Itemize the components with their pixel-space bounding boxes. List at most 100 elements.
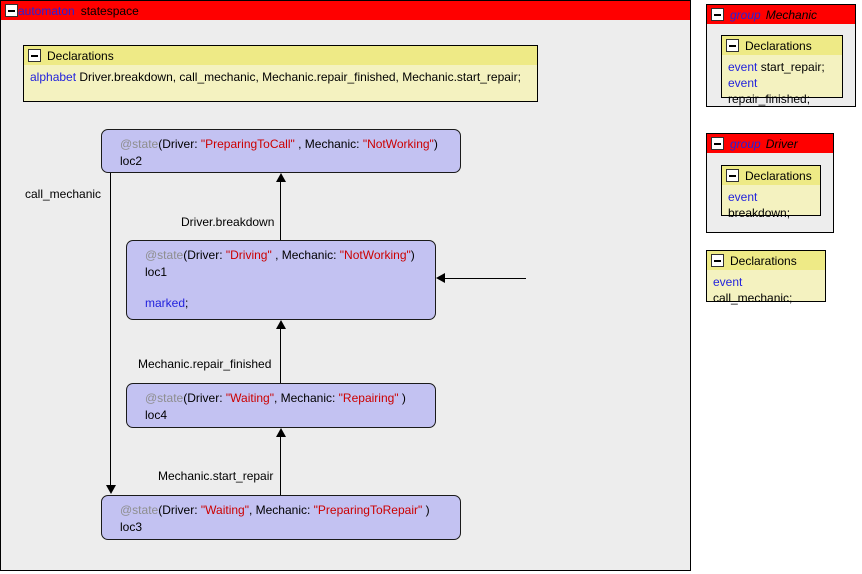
declarations-body: event start_repair; event repair_finishe…	[722, 55, 842, 112]
declarations-header[interactable]: Declarations	[24, 46, 537, 65]
collapse-minus-icon[interactable]	[726, 39, 739, 52]
declarations-header[interactable]: Declarations	[722, 166, 820, 185]
state-mechanic-value: "PreparingToRepair"	[313, 503, 423, 517]
initial-state-arrow-head	[436, 273, 445, 283]
edge-label-call-mechanic: call_mechanic	[25, 187, 102, 201]
group-keyword: group	[730, 7, 761, 22]
declarations-header[interactable]: Declarations	[722, 36, 842, 55]
edge-start-repair-arrowhead	[275, 428, 286, 437]
declarations-body: event call_mechanic;	[707, 270, 825, 311]
automaton-name: statespace	[80, 3, 139, 18]
state-mechanic-value: "NotWorking"	[362, 137, 434, 151]
state-close-paren: )	[433, 137, 438, 151]
event-keyword: event	[713, 275, 743, 289]
automaton-declarations-box: Declarations alphabet Driver.breakdown, …	[23, 45, 538, 102]
state-middle: , Mechanic:	[248, 503, 314, 517]
state-node-loc2[interactable]: @state(Driver: "PreparingToCall" , Mecha…	[101, 129, 461, 173]
state-annotation: @state	[120, 137, 159, 151]
automaton-keyword: automaton	[18, 3, 75, 18]
state-node-loc3[interactable]: @state(Driver: "Waiting", Mechanic: "Pre…	[101, 495, 461, 540]
event-keyword: event	[728, 76, 758, 90]
declarations-body: event breakdown;	[722, 185, 820, 226]
event-value: start_repair;	[760, 60, 825, 74]
state-close-paren: )	[410, 248, 415, 262]
alphabet-value: Driver.breakdown, call_mechanic, Mechani…	[79, 70, 521, 84]
state-close-paren: )	[398, 391, 406, 405]
group-mechanic-declarations-box: Declarations event start_repair; event r…	[721, 35, 843, 106]
state-driver-value: "Waiting"	[200, 503, 249, 517]
group-keyword: group	[730, 136, 761, 151]
event-value: breakdown;	[728, 206, 791, 220]
state-loc4-annotation-line: @state(Driver: "Waiting", Mechanic: "Rep…	[145, 390, 425, 407]
marked-keyword: marked	[145, 296, 186, 310]
state-middle: , Mechanic:	[294, 137, 363, 151]
declarations-label: Declarations	[47, 48, 114, 63]
state-driver-value: "Waiting"	[225, 391, 274, 405]
state-loc4-name: loc4	[145, 408, 168, 422]
event-value: call_mechanic;	[713, 291, 793, 305]
declarations-header[interactable]: Declarations	[707, 251, 825, 270]
state-open-paren: (Driver:	[183, 248, 226, 262]
edge-call-mechanic-line	[110, 173, 112, 485]
state-open-paren: (Driver:	[158, 137, 201, 151]
event-keyword: event	[728, 60, 758, 74]
state-loc1-name: loc1	[145, 265, 168, 279]
edge-driver-breakdown-line	[280, 182, 282, 240]
declarations-body: alphabet Driver.breakdown, call_mechanic…	[24, 65, 537, 90]
state-node-loc4[interactable]: @state(Driver: "Waiting", Mechanic: "Rep…	[126, 383, 436, 428]
state-driver-value: "Driving"	[225, 248, 272, 262]
state-loc3-annotation-line: @state(Driver: "Waiting", Mechanic: "Pre…	[120, 502, 450, 519]
declarations-label: Declarations	[730, 253, 797, 268]
automaton-panel: automaton statespace Declarations alphab…	[0, 0, 691, 571]
edge-label-repair-finished: Mechanic.repair_finished	[138, 357, 272, 371]
initial-state-arrow-line	[444, 277, 526, 279]
event-value: repair_finished;	[728, 92, 811, 106]
state-loc1-marked-line: marked;	[145, 295, 425, 312]
group-name: Mechanic	[765, 7, 818, 22]
state-loc2-annotation-line: @state(Driver: "PreparingToCall" , Mecha…	[120, 136, 450, 153]
edge-label-start-repair: Mechanic.start_repair	[158, 469, 274, 483]
state-open-paren: (Driver:	[183, 391, 226, 405]
edge-repair-finished-line	[280, 329, 282, 383]
edge-driver-breakdown-arrowhead	[275, 173, 286, 182]
alphabet-keyword: alphabet	[30, 70, 77, 84]
state-close-paren: )	[422, 503, 430, 517]
state-mechanic-value: "NotWorking"	[339, 248, 411, 262]
group-panel-driver: group Driver Declarations event breakdow…	[706, 133, 834, 233]
state-loc3-name: loc3	[120, 520, 143, 534]
event-keyword: event	[728, 190, 758, 204]
group-driver-declarations-box: Declarations event breakdown;	[721, 165, 821, 220]
state-annotation: @state	[145, 391, 184, 405]
edge-repair-finished-arrowhead	[275, 320, 286, 329]
collapse-minus-icon[interactable]	[711, 8, 724, 21]
edge-call-mechanic-arrowhead	[105, 485, 116, 494]
state-open-paren: (Driver:	[158, 503, 201, 517]
state-loc1-annotation-line: @state(Driver: "Driving" , Mechanic: "No…	[145, 247, 425, 264]
automaton-titlebar[interactable]: automaton statespace	[1, 1, 690, 20]
declarations-label: Declarations	[745, 38, 812, 53]
state-middle: , Mechanic:	[271, 248, 340, 262]
declaration-line: event breakdown;	[728, 189, 814, 221]
group-driver-titlebar[interactable]: group Driver	[707, 134, 833, 153]
standalone-declarations-box: Declarations event call_mechanic;	[706, 250, 826, 305]
state-annotation: @state	[145, 248, 184, 262]
group-name: Driver	[765, 136, 798, 151]
state-annotation: @state	[120, 503, 159, 517]
group-mechanic-titlebar[interactable]: group Mechanic	[707, 5, 855, 24]
declaration-line: event start_repair;	[728, 59, 836, 75]
collapse-minus-icon[interactable]	[5, 4, 18, 17]
collapse-minus-icon[interactable]	[711, 137, 724, 150]
collapse-minus-icon[interactable]	[28, 49, 41, 62]
collapse-minus-icon[interactable]	[726, 169, 739, 182]
state-middle: , Mechanic:	[273, 391, 339, 405]
edge-label-driver-breakdown: Driver.breakdown	[181, 215, 275, 229]
state-mechanic-value: "Repairing"	[338, 391, 399, 405]
collapse-minus-icon[interactable]	[711, 254, 724, 267]
edge-start-repair-line	[280, 437, 282, 495]
state-loc2-name: loc2	[120, 154, 143, 168]
declaration-line: event call_mechanic;	[713, 274, 819, 306]
group-panel-mechanic: group Mechanic Declarations event start_…	[706, 4, 856, 107]
marked-semicolon: ;	[185, 296, 189, 310]
state-driver-value: "PreparingToCall"	[200, 137, 295, 151]
state-node-loc1[interactable]: @state(Driver: "Driving" , Mechanic: "No…	[126, 240, 436, 320]
